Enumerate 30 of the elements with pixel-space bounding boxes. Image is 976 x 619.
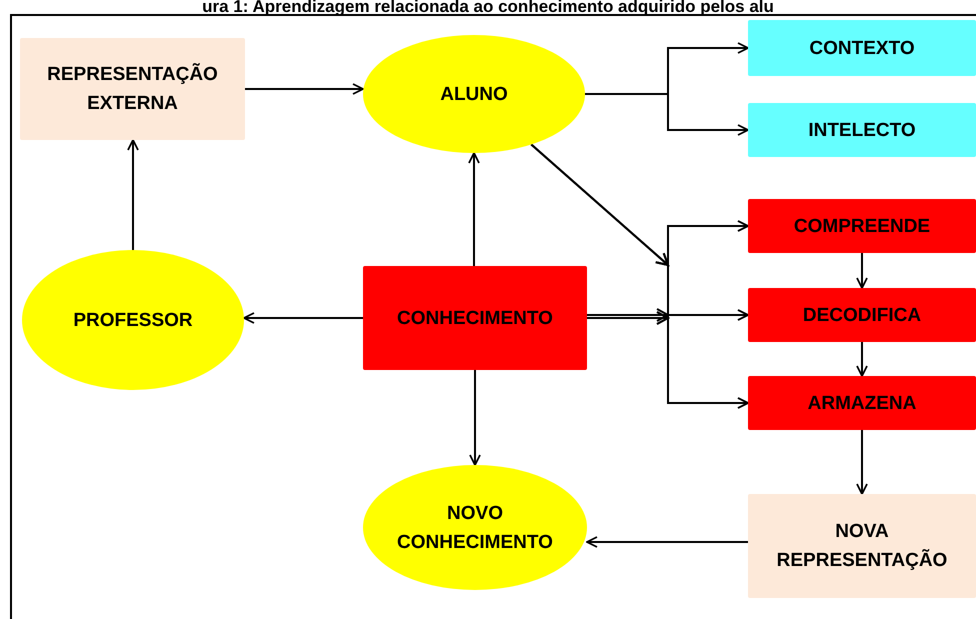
process-box: [748, 376, 976, 430]
process-box: [748, 199, 976, 253]
arrow: [127, 139, 139, 250]
process-box: [20, 38, 245, 140]
node-label: DECODIFICA: [802, 304, 922, 328]
node-label: ARMAZENA: [808, 392, 916, 416]
node-label: NOVO CONHECIMENTO: [396, 502, 554, 554]
arrow: [856, 253, 868, 289]
arrow: [856, 342, 868, 377]
node-label: NOVA REPRESENTAÇÃO: [776, 520, 948, 573]
arrow: [468, 152, 480, 266]
arrow: [586, 308, 749, 322]
arrow: [856, 430, 868, 495]
process-box: [748, 103, 976, 157]
arrow: [586, 536, 748, 548]
node-label: CONHECIMENTO: [397, 306, 553, 330]
arrow: [245, 83, 364, 95]
figure-title: ura 1: Aprendizagem relacionada ao conhecimento adquirido pelos alu: [201, 0, 775, 14]
node-label: REPRESENTAÇÃO EXTERNA: [46, 62, 219, 116]
node-label: PROFESSOR: [73, 308, 193, 332]
node-label: COMPREENDE: [794, 214, 930, 238]
node-label: INTELECTO: [808, 118, 916, 142]
node-label: CONTEXTO: [809, 36, 915, 60]
process-box: [748, 20, 976, 76]
node-label: ALUNO: [440, 82, 508, 106]
process-box: [363, 266, 587, 370]
process-box: [748, 288, 976, 342]
process-box: [748, 494, 976, 598]
arrow: [469, 370, 481, 466]
arrow: [243, 312, 363, 324]
